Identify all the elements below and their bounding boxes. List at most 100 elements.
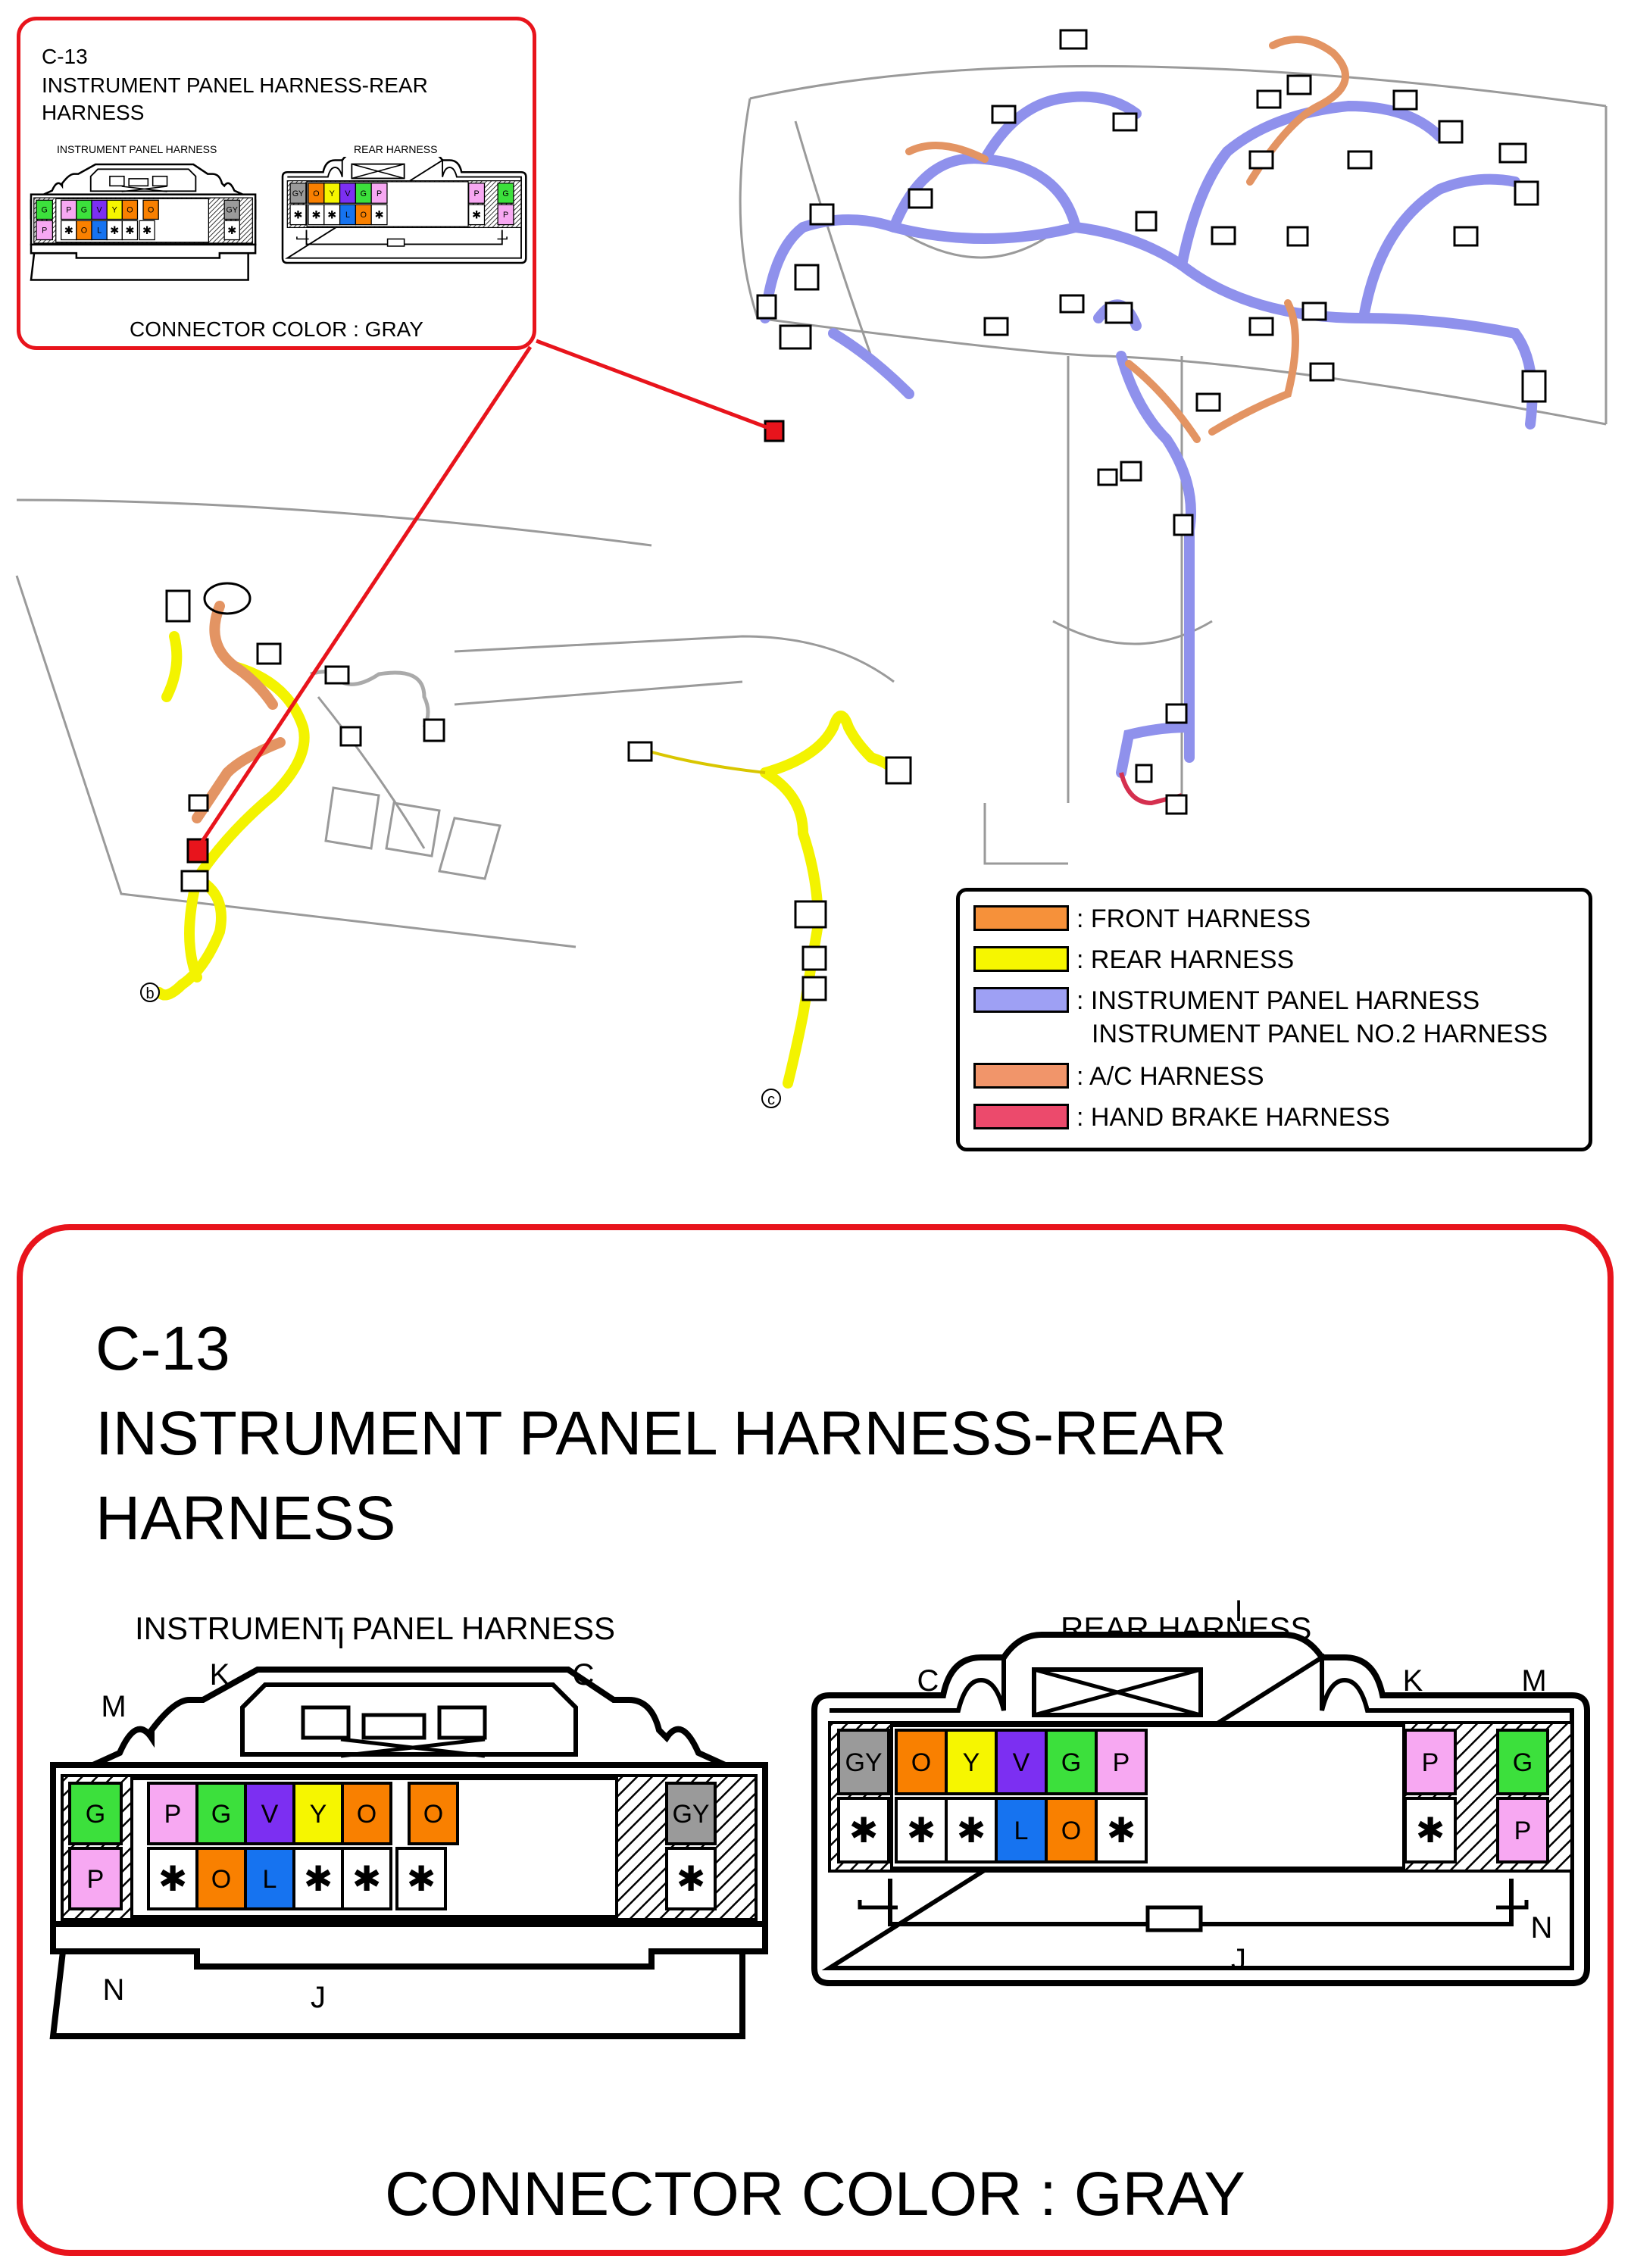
ip-letter-k: K	[210, 1658, 230, 1692]
svg-text:O: O	[148, 206, 154, 215]
svg-text:O: O	[127, 206, 133, 215]
small-connector-code: C-13	[42, 45, 88, 68]
rear-pin-bottom-5: O	[1045, 1797, 1098, 1863]
rear-pin-bottom-2: ✱	[895, 1797, 948, 1863]
rear-pin-top-6b: P	[1404, 1729, 1457, 1795]
front-harness-wires	[905, 36, 1349, 443]
svg-text:G: G	[211, 1800, 231, 1829]
ip-pin-top-7: GY	[223, 199, 240, 220]
legend-swatch-front	[973, 905, 1069, 931]
legend-item-front: : FRONT HARNESS	[973, 902, 1311, 936]
rear-pin-bottom-4: L	[339, 204, 357, 226]
svg-text:✱: ✱	[125, 225, 134, 237]
harness-location-drawing: b c	[15, 29, 1608, 1108]
svg-text:✱: ✱	[1416, 1810, 1445, 1850]
ip-pin-bottom-5: ✱	[106, 220, 123, 241]
dashboard-outline	[739, 64, 1608, 803]
ip-pin-bottom-2: ✱	[61, 220, 77, 241]
svg-text:O: O	[211, 1865, 231, 1894]
ip-pin-bottom-2: ✱	[147, 1847, 198, 1910]
legend-label-hand-brake: : HAND BRAKE HARNESS	[1076, 1103, 1390, 1132]
ip-pin-bottom-6: ✱	[121, 220, 139, 241]
svg-text:P: P	[503, 211, 508, 220]
rear-harness-left-wires	[154, 631, 310, 1001]
rear-pin-top-2: O	[308, 183, 325, 204]
rear-pin-bottom-1: ✱	[289, 204, 307, 226]
ip-pin-top-2: P	[147, 1782, 198, 1845]
rear-pin-top-5: G	[355, 183, 372, 204]
svg-text:b: b	[145, 986, 154, 1002]
ip-pin-top-6b: O	[408, 1782, 459, 1845]
svg-text:G: G	[361, 189, 367, 198]
svg-text:✱: ✱	[352, 1859, 382, 1898]
svg-text:O: O	[313, 189, 319, 198]
floor-outline	[15, 498, 1068, 948]
small-connector-title-line1: INSTRUMENT PANEL HARNESS-REAR	[42, 73, 428, 97]
rear-pin-bottom-3: ✱	[945, 1797, 998, 1863]
connector-color-caption: CONNECTOR COLOR : GRAY	[385, 2160, 1245, 2229]
rear-pin-top-4: V	[995, 1729, 1048, 1795]
svg-text:P: P	[42, 226, 47, 236]
c13-location-marker-floor	[186, 838, 209, 864]
rear-letter-n: N	[1531, 1911, 1553, 1945]
legend-item-ac: : A/C HARNESS	[973, 1060, 1264, 1093]
svg-text:P: P	[1113, 1748, 1130, 1777]
svg-text:L: L	[97, 226, 102, 236]
legend-label-rear: : REAR HARNESS	[1076, 945, 1295, 974]
svg-text:✱: ✱	[957, 1810, 986, 1850]
leader-line-to-floor-marker	[196, 345, 533, 848]
rear-letter-i: I	[1234, 1595, 1242, 1628]
svg-text:G: G	[502, 189, 508, 198]
legend-swatch-rear	[973, 946, 1069, 972]
ip-pin-top-6: O	[341, 1782, 392, 1845]
small-left-harness-name: INSTRUMENT PANEL HARNESS	[57, 143, 217, 155]
small-right-harness-name: REAR HARNESS	[354, 143, 438, 155]
ip-pin-bottom-6: ✱	[341, 1847, 392, 1910]
svg-text:✱: ✱	[375, 209, 384, 221]
svg-text:GY: GY	[845, 1748, 882, 1777]
legend-swatch-ac	[973, 1063, 1069, 1089]
ip-pin-top-3: G	[195, 1782, 247, 1845]
svg-text:c: c	[767, 1092, 775, 1108]
svg-text:O: O	[81, 226, 87, 236]
svg-text:P: P	[1514, 1817, 1532, 1845]
svg-text:O: O	[1061, 1817, 1081, 1845]
legend-item-instrument-panel: : INSTRUMENT PANEL HARNESS INSTRUMENT PA…	[973, 984, 1548, 1051]
legend-label-instrument-panel-no2: INSTRUMENT PANEL NO.2 HARNESS	[1092, 1020, 1548, 1048]
rear-pin-top-4: V	[339, 183, 357, 204]
rear-pin-bottom-2: ✱	[308, 204, 325, 226]
ip-pin-top-4: V	[244, 1782, 295, 1845]
ip-pin-bottom-4: L	[91, 220, 108, 241]
ip-pin-top-5: Y	[292, 1782, 344, 1845]
svg-text:✱: ✱	[1107, 1810, 1136, 1850]
svg-text:✱: ✱	[227, 225, 236, 237]
connector-callout-large: C-13 INSTRUMENT PANEL HARNESS-REAR HARNE…	[17, 1224, 1614, 2256]
legend-label-instrument-panel: : INSTRUMENT PANEL HARNESS	[1076, 986, 1480, 1015]
svg-text:P: P	[87, 1865, 105, 1894]
connection-marker-b: b	[140, 982, 160, 1002]
ip-letter-i: I	[336, 1622, 345, 1655]
ip-pin-top-7: GY	[665, 1782, 717, 1845]
svg-text:G: G	[1513, 1748, 1533, 1777]
rear-pin-top-7: G	[497, 183, 514, 204]
svg-text:✱: ✱	[907, 1810, 936, 1850]
svg-text:✱: ✱	[304, 1859, 333, 1898]
svg-text:✱: ✱	[407, 1859, 436, 1898]
ip-pin-top-1: G	[36, 199, 53, 220]
svg-text:✱: ✱	[110, 225, 119, 237]
ip-pin-bottom-1: P	[36, 220, 53, 241]
legend-item-rear: : REAR HARNESS	[973, 943, 1294, 976]
rear-letter-m: M	[1521, 1664, 1546, 1698]
rear-pin-top-6b: P	[468, 183, 486, 204]
svg-text:V: V	[345, 189, 351, 198]
connection-marker-c: c	[761, 1089, 781, 1108]
svg-text:Y: Y	[330, 189, 335, 198]
ip-pin-top-3: G	[76, 199, 92, 220]
ip-pin-bottom-5: ✱	[292, 1847, 344, 1910]
svg-text:G: G	[86, 1800, 105, 1829]
rear-pin-top-1: GY	[837, 1729, 890, 1795]
svg-text:V: V	[1013, 1748, 1030, 1777]
svg-text:✱: ✱	[327, 209, 336, 221]
svg-text:G: G	[81, 206, 87, 215]
